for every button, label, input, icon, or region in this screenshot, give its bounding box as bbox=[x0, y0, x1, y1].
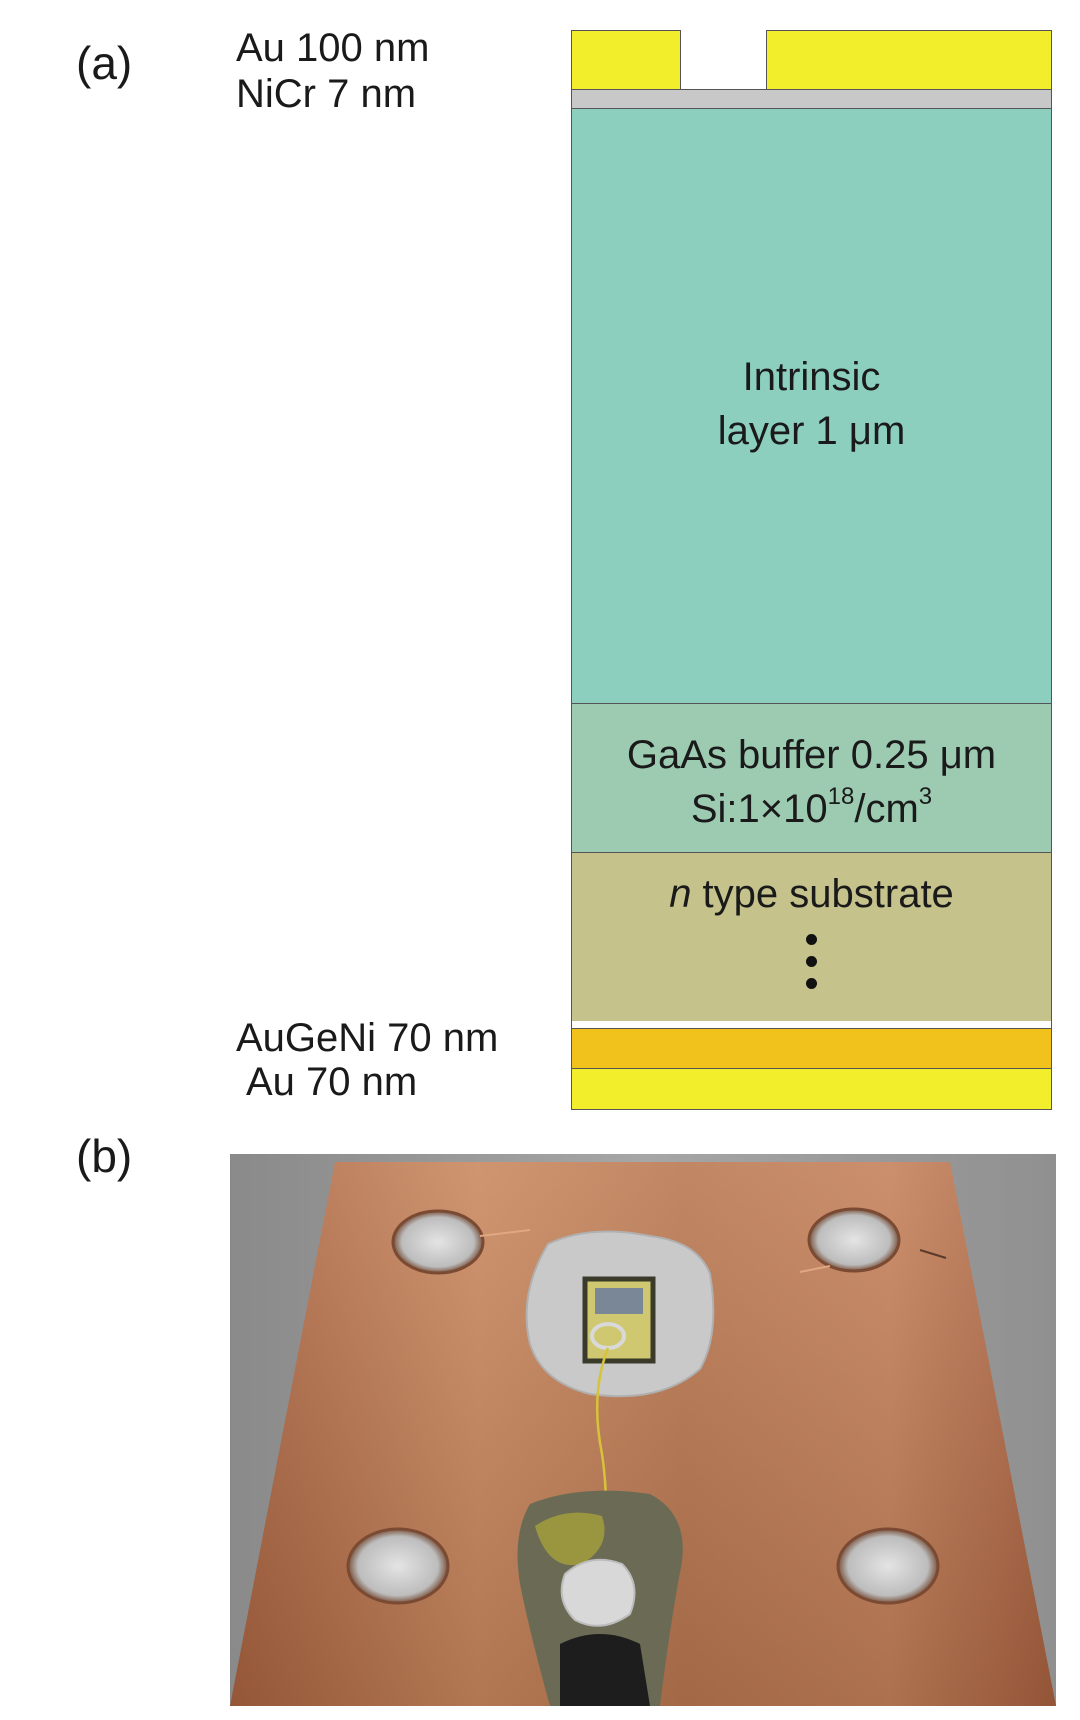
ellipsis-dot-2 bbox=[806, 956, 817, 967]
buffer-doping-unit: /cm bbox=[854, 787, 918, 831]
label-nicr: NiCr 7 nm bbox=[236, 74, 416, 114]
intrinsic-line2: layer 1 μm bbox=[572, 404, 1051, 458]
intrinsic-text: Intrinsic layer 1 μm bbox=[572, 350, 1051, 458]
layer-nicr bbox=[571, 89, 1052, 109]
substrate-text: n type substrate bbox=[572, 867, 1051, 921]
layer-gaas-buffer: GaAs buffer 0.25 μm Si:1×1018/cm3 bbox=[571, 703, 1052, 853]
mounting-hole bbox=[348, 1529, 448, 1603]
ellipsis-dot-1 bbox=[806, 934, 817, 945]
cavity-dark bbox=[560, 1634, 650, 1706]
mounting-hole bbox=[393, 1211, 483, 1273]
solder-blob bbox=[562, 1560, 635, 1626]
layer-au-top-right bbox=[766, 30, 1052, 90]
label-augeni: AuGeNi 70 nm bbox=[236, 1018, 498, 1058]
substrate-n: n bbox=[669, 872, 691, 916]
device-photo bbox=[230, 1154, 1056, 1706]
layer-augeni bbox=[571, 1028, 1052, 1069]
buffer-doping-base: Si:1×10 bbox=[691, 787, 828, 831]
panel-a-label: (a) bbox=[76, 40, 132, 86]
layer-intrinsic: Intrinsic layer 1 μm bbox=[571, 108, 1052, 704]
label-au-top: Au 100 nm bbox=[236, 28, 429, 68]
buffer-doping-unit-exp: 3 bbox=[919, 783, 932, 810]
buffer-text: GaAs buffer 0.25 μm Si:1×1018/cm3 bbox=[572, 728, 1051, 836]
buffer-line2: Si:1×1018/cm3 bbox=[572, 782, 1051, 836]
mounting-hole bbox=[838, 1529, 938, 1603]
buffer-line1: GaAs buffer 0.25 μm bbox=[572, 728, 1051, 782]
buffer-doping-exp: 18 bbox=[828, 783, 855, 810]
panel-b-label: (b) bbox=[76, 1133, 132, 1179]
layer-au-bottom bbox=[571, 1068, 1052, 1110]
label-au-bottom: Au 70 nm bbox=[246, 1062, 417, 1102]
mounting-hole bbox=[809, 1209, 899, 1271]
chip-window bbox=[595, 1288, 643, 1314]
ellipsis-dot-3 bbox=[806, 978, 817, 989]
layer-substrate: n type substrate bbox=[571, 852, 1052, 1022]
intrinsic-line1: Intrinsic bbox=[572, 350, 1051, 404]
substrate-label: type substrate bbox=[691, 872, 953, 916]
layer-au-top-left bbox=[571, 30, 681, 90]
